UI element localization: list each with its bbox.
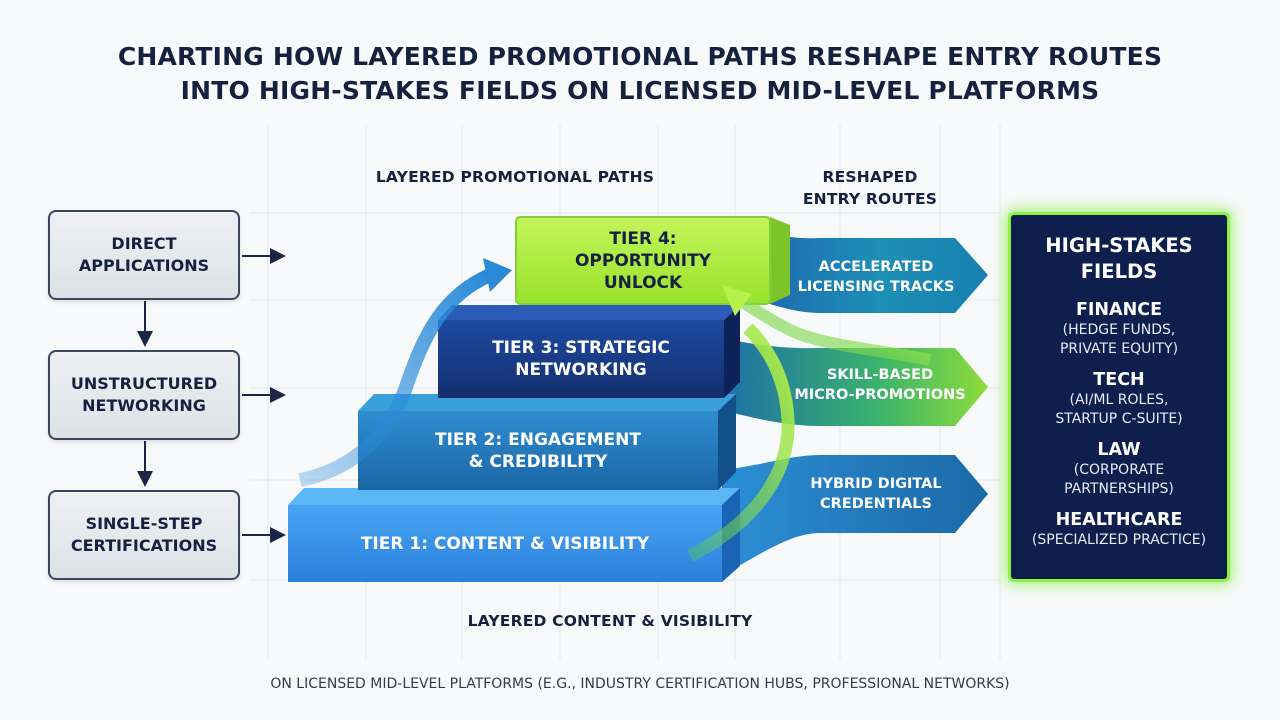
tier-4-side-face <box>770 217 790 304</box>
tier-3-label-line-1: TIER 3: STRATEGIC <box>492 338 670 358</box>
tier-1-label: TIER 1: CONTENT & VISIBILITY <box>288 505 722 582</box>
curved-arrow-head-icon <box>722 285 752 316</box>
tier-2-block <box>358 411 718 490</box>
panel-title: HIGH-STAKES FIELDS <box>1011 233 1227 285</box>
entry-route-line-1: SKILL-BASED <box>826 367 934 383</box>
tier-4-label-line-3: UNLOCK <box>603 272 683 293</box>
field-desc-line-2: PRIVATE EQUITY) <box>1059 341 1179 357</box>
page-title: CHARTING HOW LAYERED PROMOTIONAL PATHS R… <box>0 40 1280 108</box>
route-box-line-2: APPLICATIONS <box>78 256 210 275</box>
entry-route-line-2: LICENSING TRACKS <box>797 279 955 295</box>
curved-arrow-head-icon <box>483 258 512 292</box>
tier-4-block <box>515 216 771 305</box>
bottom-label: LAYERED CONTENT & VISIBILITY <box>467 612 753 630</box>
field-healthcare: HEALTHCARE (SPECIALIZED PRACTICE) <box>1011 509 1227 550</box>
footer-note: ON LICENSED MID-LEVEL PLATFORMS (E.G., I… <box>270 676 1010 692</box>
tier-3-top-face <box>438 305 740 320</box>
tier-3-block <box>438 320 724 398</box>
tier-4-label-line-2: OPPORTUNITY <box>574 250 711 271</box>
tier-3-label-line-2: NETWORKING <box>515 360 647 380</box>
curved-arrow-icon <box>298 268 493 487</box>
panel-title-line-1: HIGH-STAKES <box>1045 234 1193 257</box>
entry-routes-header-line-1: RESHAPED <box>822 168 918 186</box>
tier-1-top-face <box>288 488 740 505</box>
field-desc-line-2: STARTUP C-SUITE) <box>1055 411 1183 427</box>
curved-arrow-icon <box>687 323 795 562</box>
route-box-line-2: NETWORKING <box>82 396 206 415</box>
field-name: TECH <box>1093 370 1145 390</box>
entry-route-line-2: MICRO-PROMOTIONS <box>794 387 966 403</box>
entry-routes-header-line-2: ENTRY ROUTES <box>802 190 938 208</box>
entry-route-accelerated-licensing: ACCELERATED LICENSING TRACKS <box>790 256 962 298</box>
tier-1-label-line-1: TIER 1: CONTENT & VISIBILITY <box>360 533 650 554</box>
field-desc-line-1: (SPECIALIZED PRACTICE) <box>1031 532 1207 548</box>
entry-route-skill-based: SKILL-BASED MICRO-PROMOTIONS <box>790 364 970 406</box>
field-name: FINANCE <box>1075 300 1163 320</box>
tier-3-label: TIER 3: STRATEGIC NETWORKING <box>438 320 724 398</box>
title-line-1: CHARTING HOW LAYERED PROMOTIONAL PATHS R… <box>117 42 1163 71</box>
tier-4-label: TIER 4: OPPORTUNITY UNLOCK <box>516 217 770 304</box>
high-stakes-fields-panel: HIGH-STAKES FIELDS FINANCE (HEDGE FUNDS,… <box>1008 212 1230 582</box>
field-tech: TECH (AI/ML ROLES, STARTUP C-SUITE) <box>1011 369 1227 429</box>
route-box-line-2: CERTIFICATIONS <box>70 536 218 555</box>
tier-2-label-line-2: & CREDIBILITY <box>468 451 608 472</box>
field-desc-line-1: (HEDGE FUNDS, <box>1062 322 1176 338</box>
route-box-direct-applications: DIRECT APPLICATIONS <box>48 210 240 300</box>
field-finance: FINANCE (HEDGE FUNDS, PRIVATE EQUITY) <box>1011 299 1227 359</box>
title-line-2: INTO HIGH-STAKES FIELDS ON LICENSED MID-… <box>180 76 1100 105</box>
route-box-line-1: DIRECT <box>111 234 177 253</box>
field-desc-line-1: (CORPORATE <box>1073 462 1165 478</box>
route-box-line-1: SINGLE-STEP <box>85 514 203 533</box>
chevron-arrow-icon <box>722 455 988 575</box>
route-box-line-1: UNSTRUCTURED <box>70 374 218 393</box>
curved-arrow-icon <box>736 295 932 366</box>
field-law: LAW (CORPORATE PARTNERSHIPS) <box>1011 439 1227 499</box>
tier-2-label-line-1: TIER 2: ENGAGEMENT <box>435 429 641 450</box>
panel-title-line-2: FIELDS <box>1080 260 1158 283</box>
field-desc-line-1: (AI/ML ROLES, <box>1069 392 1169 408</box>
entry-route-line-1: HYBRID DIGITAL <box>810 476 942 492</box>
field-desc-line-2: PARTNERSHIPS) <box>1064 481 1174 497</box>
tier-2-label: TIER 2: ENGAGEMENT & CREDIBILITY <box>358 411 718 490</box>
tier-2-top-face <box>358 394 736 411</box>
tier-3-side-face <box>724 305 740 398</box>
entry-route-line-1: ACCELERATED <box>818 259 934 275</box>
route-box-single-step-certifications: SINGLE-STEP CERTIFICATIONS <box>48 490 240 580</box>
tier-1-block <box>288 505 722 582</box>
promotional-paths-header: LAYERED PROMOTIONAL PATHS <box>375 168 655 186</box>
entry-route-hybrid-credentials: HYBRID DIGITAL CREDENTIALS <box>790 473 962 515</box>
entry-routes-header: RESHAPED ENTRY ROUTES <box>770 166 970 210</box>
field-name: HEALTHCARE <box>1055 510 1183 530</box>
tier-2-side-face <box>718 394 736 490</box>
field-name: LAW <box>1097 440 1141 460</box>
entry-route-line-2: CREDENTIALS <box>820 496 932 512</box>
tier-4-label-line-1: TIER 4: <box>609 228 677 249</box>
route-box-unstructured-networking: UNSTRUCTURED NETWORKING <box>48 350 240 440</box>
